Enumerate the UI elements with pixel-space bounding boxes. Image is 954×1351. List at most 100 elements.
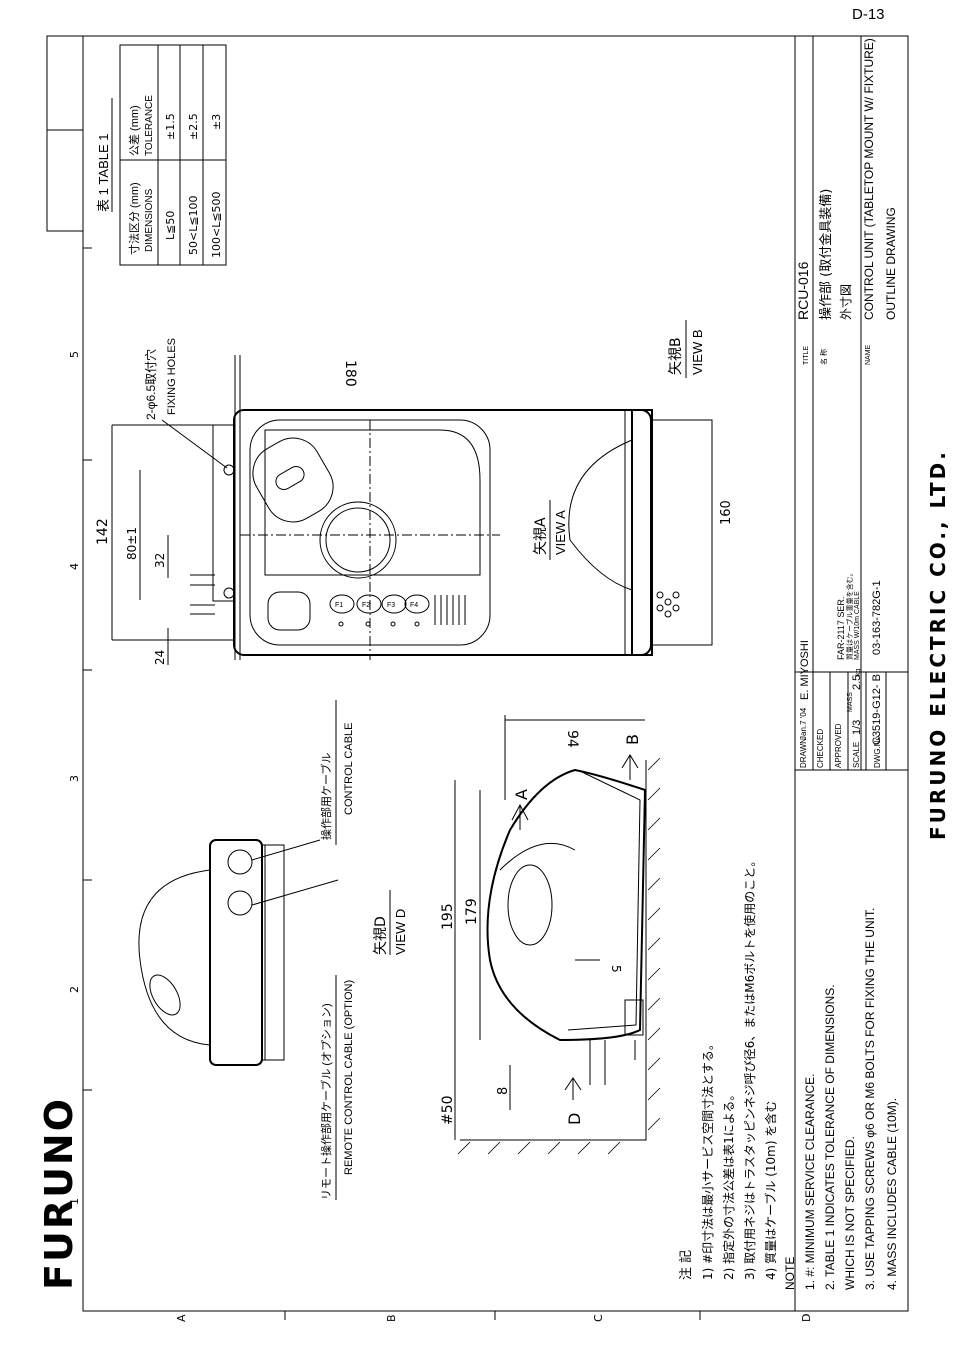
dim-160: 160 [719, 500, 734, 525]
dim-50: #50 [440, 1095, 456, 1125]
table-row1-dim: L≦50 [164, 211, 177, 240]
side-view [457, 757, 661, 1155]
grid-number-4: 4 [68, 563, 81, 570]
arrow-b: B [623, 734, 642, 745]
mass-note-1: FAR-2117 SER. [836, 597, 846, 660]
view-d: 矢視D VIEW D 操作部用ケーブル CONTROL CABLE リモート操作… [138, 700, 408, 1200]
grid-letter-b: B [385, 1314, 398, 1322]
view-b-jp: 矢視B [668, 337, 684, 375]
grid-letters: A B C D [175, 1314, 813, 1322]
arrow-d: D [565, 1113, 584, 1125]
key-f4: F4 [410, 602, 418, 609]
dim-8: 8 [496, 1087, 511, 1095]
notes-en-header: NOTE [783, 1257, 797, 1290]
fixing-hole-1 [223, 464, 235, 476]
dim-142: 142 [95, 518, 111, 545]
grid-number-3: 3 [68, 775, 81, 782]
name-en: CONTROL UNIT (TABLETOP MOUNT W/ FIXTURE) [862, 38, 876, 320]
title-value: RCU-016 [795, 261, 811, 320]
view-d-en: VIEW D [393, 909, 408, 955]
view-d-jp: 矢視D [373, 916, 389, 955]
remote-cable-jp: リモート操作部用ケーブル (オプション) [319, 1003, 333, 1200]
drawn-date: Jan.7 '04 [799, 707, 808, 740]
mass-label: MASS [847, 692, 854, 712]
company-name: FURUNO ELECTRIC CO., LTD. [926, 449, 950, 840]
fixing-hole-2 [223, 587, 235, 599]
dim-94: 94 [564, 730, 580, 748]
grid-number-1: 1 [68, 1198, 81, 1205]
title-block: DRAWN Jan.7 '04 E. MIYOSHI CHECKED APPRO… [794, 36, 908, 1311]
tolerance-table: 表 1 TABLE 1 寸法区分 (mm) DIMENSIONS 公差 (mm)… [96, 44, 227, 266]
arrow-a: A [512, 789, 531, 800]
scale-label: SCALE [852, 742, 861, 768]
fixing-holes-jp: 2-φ6.5取付穴 [143, 349, 158, 420]
page-number: D-13 [852, 6, 885, 23]
notes-en-4: 4. MASS INCLUDES CABLE (10M). [885, 1098, 899, 1290]
mass-note-3: MASS W/10m CABLE [854, 591, 861, 660]
furuno-logo: FURUNO [37, 1097, 81, 1290]
side-view-dimensions: 94 195 179 #50 8 5 A B D [440, 715, 645, 1140]
notes-en-1: 1. #: MINIMUM SERVICE CLEARANCE. [803, 1074, 817, 1291]
table-row2-dim: 50<L≦100 [187, 195, 200, 255]
view-b: 160 矢視B VIEW B [568, 320, 734, 656]
mass-unit: kg [855, 669, 862, 677]
name-en-2: OUTLINE DRAWING [884, 207, 898, 320]
view-a-label: 矢視A VIEW A [533, 500, 568, 560]
ref-no: 03-163-782G-1 [871, 580, 883, 655]
notes-jp-header: 注 記 [678, 1250, 694, 1280]
name-label: NAME [865, 344, 872, 365]
key-f3: F3 [387, 602, 395, 609]
grid-letter-d: D [800, 1314, 813, 1322]
checked-label: CHECKED [816, 729, 825, 768]
notes: 注 記 1) #印寸法は最小サービス空間寸法とする。 2) 指定外の寸法公差は表… [678, 855, 899, 1290]
title-label: TITLE [803, 346, 810, 365]
grid-numbers: 1 2 3 4 5 [68, 351, 81, 1205]
drawn-by: E. MIYOSHI [799, 640, 811, 700]
remote-cable-en: REMOTE CONTROL CABLE (OPTION) [343, 980, 355, 1175]
table-row2-tol: ±2.5 [187, 113, 200, 140]
name-jp-label: 名 称 [819, 349, 828, 365]
table-row3-dim: 100<L≦500 [210, 191, 223, 258]
notes-jp-1: 1) #印寸法は最小サービス空間寸法とする。 [701, 1038, 715, 1280]
dwg-no: C3519-G12- B [871, 674, 883, 745]
table-col2-en: TOLERANCE [144, 95, 155, 156]
dim-180: 180 [342, 360, 358, 387]
front-view: F1 F2 F3 F4 [190, 409, 652, 660]
dim-195: 195 [440, 903, 456, 930]
dim-80: 80±1 [125, 527, 139, 560]
name-jp: 操作部 (取付金具装備) [818, 189, 834, 320]
scale-value: 1/3 [851, 720, 863, 735]
grid-letter-a: A [175, 1314, 188, 1322]
notes-jp-3: 3) 取付用ネジはトラスタッピンネジ呼び径6、またはM6ボルトを使用のこと。 [742, 855, 757, 1280]
approved-label: APPROVED [834, 723, 843, 768]
grid-letter-c: C [592, 1314, 605, 1322]
key-f1: F1 [335, 602, 343, 609]
notes-jp-4: 4) 質量はケーブル (10m) を含む [763, 1101, 778, 1280]
notes-jp-2: 2) 指定外の寸法公差は表1による。 [721, 1089, 736, 1280]
grid-number-2: 2 [68, 986, 81, 993]
dwg-label: DWG.No. [873, 734, 882, 768]
fixing-holes-en: FIXING HOLES [166, 338, 178, 415]
name-jp-2: 外寸図 [839, 284, 853, 320]
view-a-jp: 矢視A [533, 517, 549, 555]
notes-en-2b: WHICH IS NOT SPECIFIED. [843, 1136, 857, 1290]
key-f2: F2 [362, 602, 370, 609]
view-b-en: VIEW B [690, 329, 705, 375]
notes-en-2: 2. TABLE 1 INDICATES TOLERANCE OF DIMENS… [823, 984, 837, 1290]
notes-en-3: 3. USE TAPPING SCREWS φ6 OR M6 BOLTS FOR… [863, 908, 877, 1290]
drawn-label: DRAWN [799, 738, 808, 768]
control-cable-jp: 操作部用ケーブル [319, 753, 333, 840]
table-row3-tol: ±3 [210, 114, 223, 130]
dim-24: 24 [153, 650, 167, 665]
table-col1-en: DIMENSIONS [144, 188, 155, 252]
dim-32: 32 [153, 553, 167, 568]
mass-note-2: 質量はケーブル重量を含む。 [845, 569, 854, 660]
dim-5: 5 [609, 965, 623, 973]
drawing-frame [46, 35, 909, 1320]
table-title: 表 1 TABLE 1 [96, 133, 111, 212]
mass-value: 2.5 [851, 675, 863, 690]
dim-179: 179 [464, 898, 480, 925]
table-col2-jp: 公差 (mm) [127, 105, 141, 156]
grid-number-5: 5 [68, 351, 81, 358]
